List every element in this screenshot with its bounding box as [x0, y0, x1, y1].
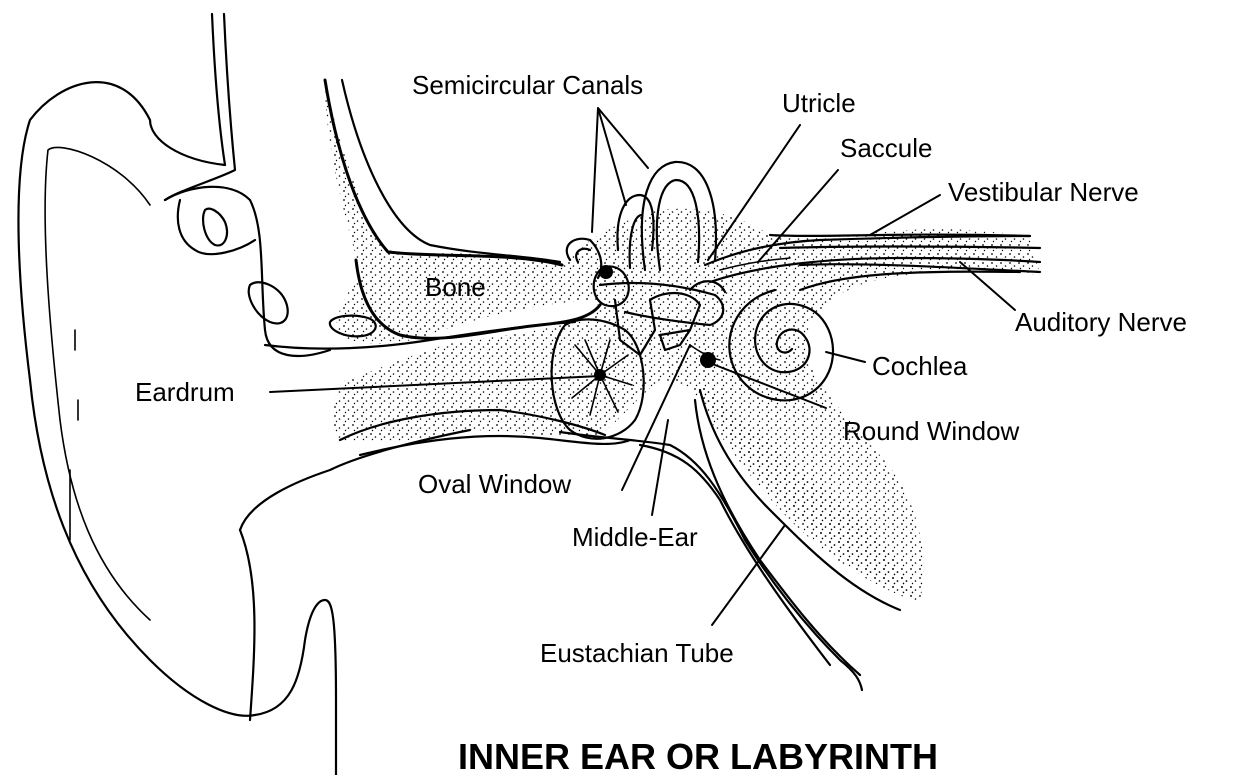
label-vestibular-nerve: Vestibular Nerve: [948, 177, 1139, 207]
label-auditory-nerve: Auditory Nerve: [1015, 307, 1187, 337]
label-middle-ear: Middle-Ear: [572, 522, 698, 552]
diagram-title: INNER EAR OR LABYRINTH: [458, 736, 938, 775]
label-eardrum: Eardrum: [135, 377, 235, 407]
label-semicircular-canals: Semicircular Canals: [412, 70, 643, 100]
label-utricle: Utricle: [782, 88, 856, 118]
label-oval-window: Oval Window: [418, 469, 571, 499]
label-saccule: Saccule: [840, 133, 933, 163]
label-cochlea: Cochlea: [872, 351, 968, 381]
label-eustachian-tube: Eustachian Tube: [540, 638, 734, 668]
label-round-window: Round Window: [843, 416, 1020, 446]
label-bone: Bone: [425, 272, 486, 302]
